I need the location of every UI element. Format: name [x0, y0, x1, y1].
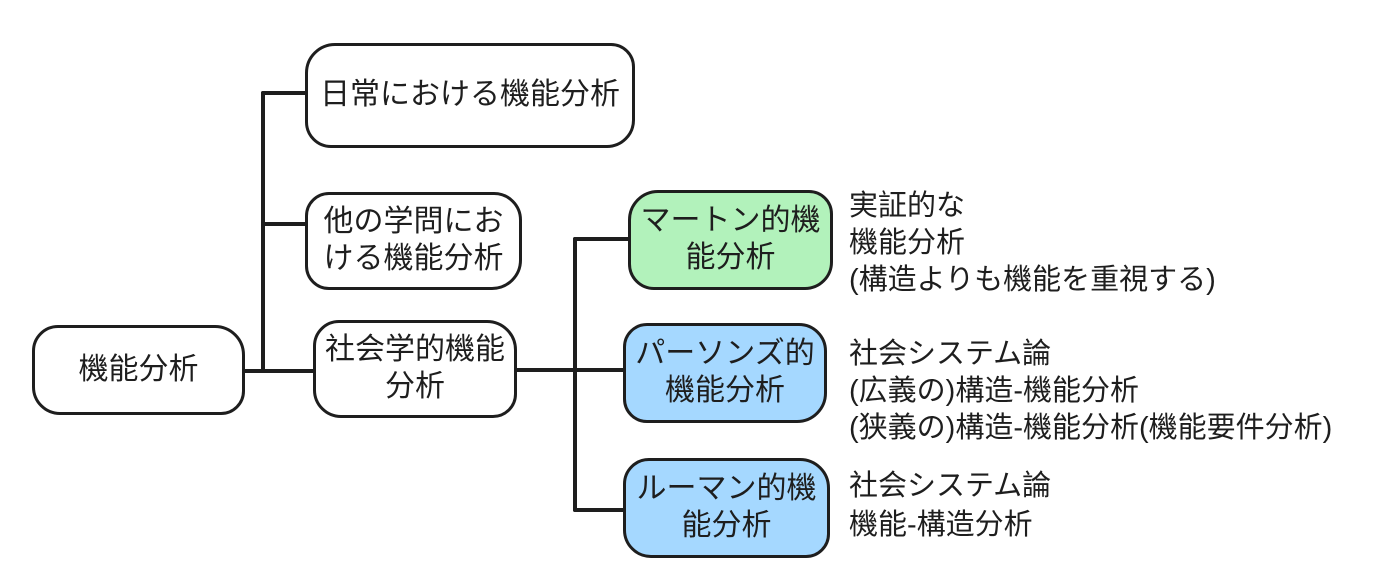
- node-merton-label: マートン的機能分析: [640, 204, 821, 274]
- node-luhmann-functional-analysis: ルーマン的機能分析: [623, 458, 830, 558]
- node-merton-functional-analysis: マートン的機能分析: [628, 190, 833, 290]
- note-parsons-line-3: (狭義の)構造-機能分析(機能要件分析): [849, 412, 1333, 444]
- note-parsons-line-2: (広義の)構造-機能分析: [849, 375, 1139, 407]
- note-luhmann-line-1: 社会システム論: [849, 470, 1052, 502]
- node-luhmann-label: ルーマン的機能分析: [636, 472, 817, 542]
- node-root-kinou-bunseki: 機能分析: [32, 325, 245, 415]
- node-root-label: 機能分析: [78, 352, 199, 386]
- node-parsons-functional-analysis: パーソンズ的機能分析: [623, 323, 827, 423]
- note-luhmann-line-2: 機能-構造分析: [849, 509, 1033, 541]
- node-other-disciplines-functional-analysis: 他の学問における機能分析: [305, 192, 522, 290]
- note-parsons: 社会システム論 (広義の)構造-機能分析 (狭義の)構造-機能分析(機能要件分析…: [849, 336, 1332, 447]
- note-merton: 実証的な 機能分析 (構造よりも機能を重視する): [849, 188, 1216, 299]
- note-parsons-line-1: 社会システム論: [849, 338, 1052, 370]
- node-daily-functional-analysis: 日常における機能分析: [305, 43, 635, 148]
- note-merton-line-2: 機能分析: [849, 227, 966, 259]
- note-merton-line-3: (構造よりも機能を重視する): [849, 264, 1216, 296]
- node-other-label: 他の学問における機能分析: [323, 205, 504, 275]
- node-daily-label: 日常における機能分析: [320, 78, 620, 112]
- node-socio-label: 社会学的機能分析: [325, 333, 505, 403]
- note-luhmann: 社会システム論 機能-構造分析: [849, 467, 1051, 545]
- note-merton-line-1: 実証的な: [849, 190, 966, 222]
- node-sociological-functional-analysis: 社会学的機能分析: [313, 320, 517, 418]
- node-parsons-label: パーソンズ的機能分析: [635, 337, 815, 407]
